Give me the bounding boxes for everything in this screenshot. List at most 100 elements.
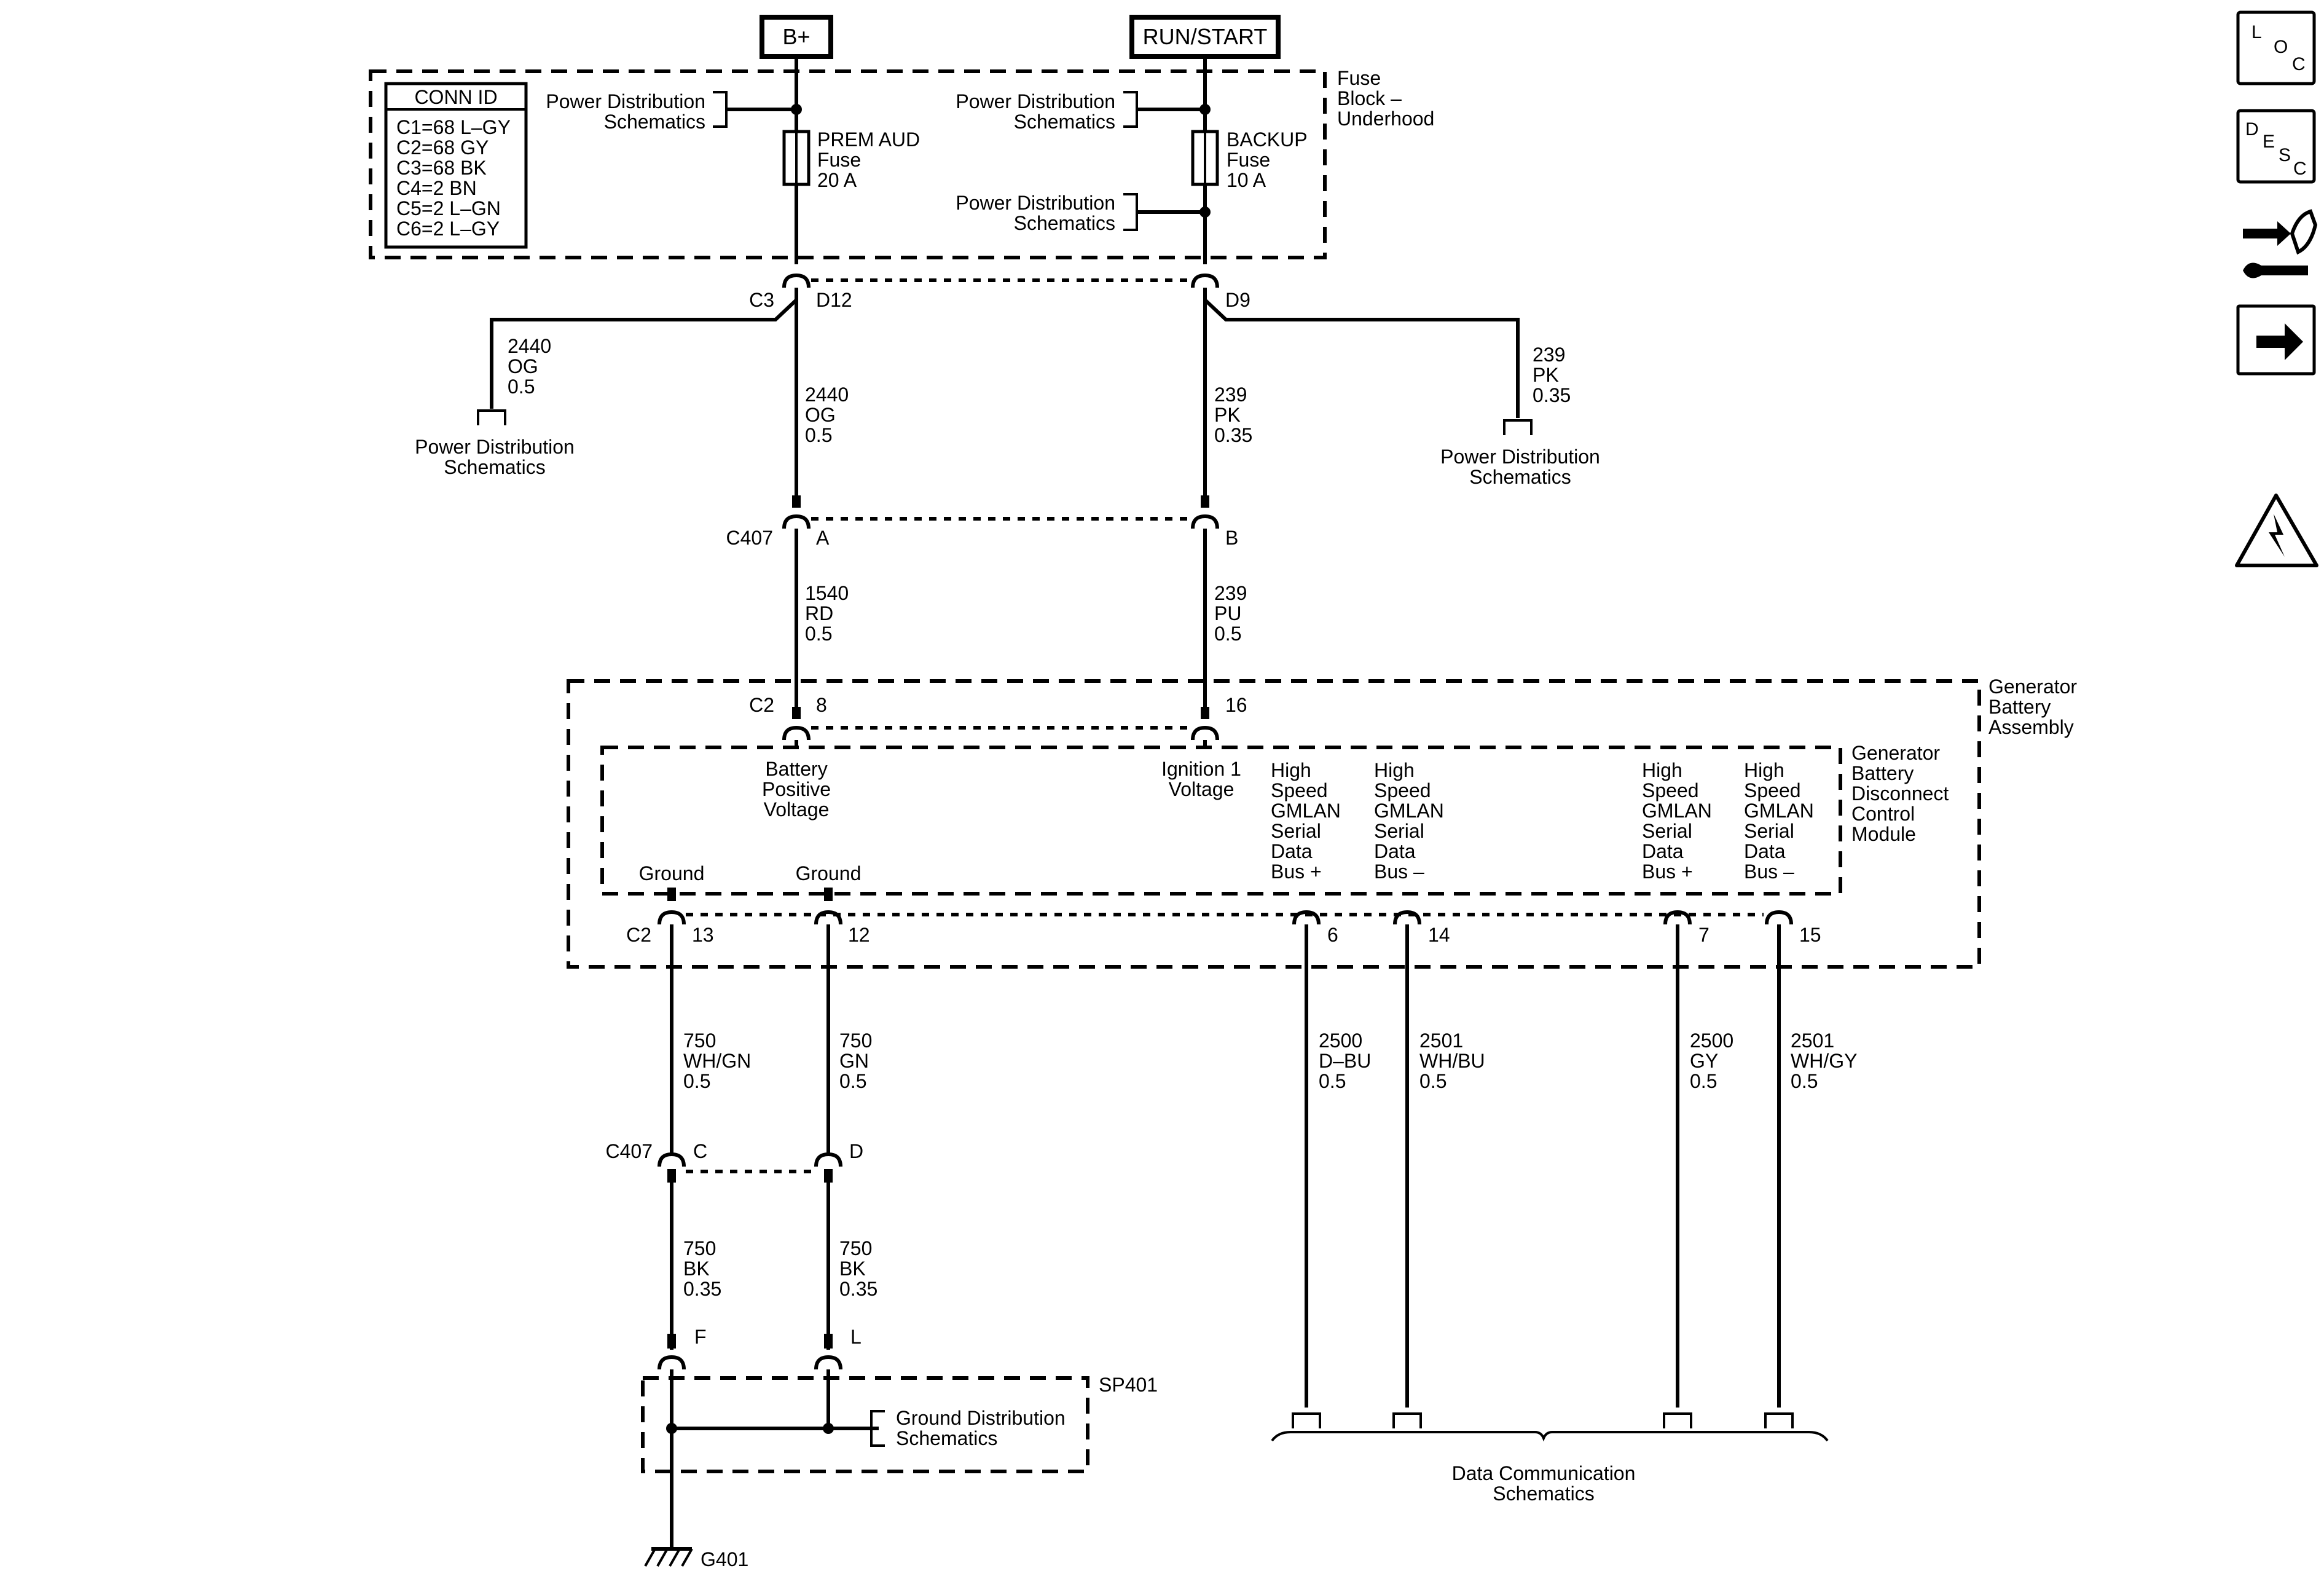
svg-text:GMLAN: GMLAN xyxy=(1744,800,1814,822)
svg-text:Schematics: Schematics xyxy=(896,1427,997,1449)
svg-text:Bus –: Bus – xyxy=(1374,860,1424,883)
bus-minus-1-label: High Speed GMLAN Serial Data Bus – xyxy=(1374,759,1444,883)
svg-text:Schematics: Schematics xyxy=(1469,466,1571,488)
c407-bottom-label: C407 xyxy=(606,1140,653,1162)
pds-ref-right-fuse-bottom: Power Distribution Schematics xyxy=(956,192,1211,234)
svg-text:OG: OG xyxy=(508,355,538,377)
svg-text:239: 239 xyxy=(1214,582,1247,604)
next-arrow-icon[interactable] xyxy=(2236,304,2316,376)
conn-id-header: CONN ID xyxy=(414,86,497,108)
connector-c407-top: C407 A B xyxy=(726,495,1238,549)
pin-l-label: L xyxy=(850,1326,862,1348)
svg-text:Schematics: Schematics xyxy=(604,111,705,133)
conn-id-row: C5=2 L–GN xyxy=(396,197,501,219)
svg-text:RD: RD xyxy=(805,602,833,624)
component-view-icon[interactable] xyxy=(2243,209,2318,278)
svg-text:Fuse: Fuse xyxy=(1337,67,1381,89)
svg-text:C: C xyxy=(2293,159,2307,179)
bus-minus-2-label: High Speed GMLAN Serial Data Bus – xyxy=(1744,759,1814,883)
wire-2500-gy-label: 2500 GY 0.5 xyxy=(1690,1030,1733,1092)
svg-text:10 A: 10 A xyxy=(1227,169,1266,191)
bus-plus-1-label: High Speed GMLAN Serial Data Bus + xyxy=(1271,759,1341,883)
run-start-source: RUN/START xyxy=(1129,15,1281,59)
svg-text:239: 239 xyxy=(1533,344,1565,366)
warning-icon xyxy=(2235,494,2318,567)
pin-f-label: F xyxy=(694,1326,707,1348)
bplus-label: B+ xyxy=(782,24,810,49)
disconnect-module-title: Generator Battery Disconnect Control Mod… xyxy=(1851,742,1949,845)
connector-c407-bottom: C407 C D xyxy=(606,1140,863,1183)
pin-a-label: A xyxy=(816,527,830,549)
pds-ref-left-fuse: Power Distribution Schematics xyxy=(546,90,802,133)
svg-text:0.5: 0.5 xyxy=(1690,1070,1717,1092)
svg-text:Control: Control xyxy=(1851,803,1915,825)
svg-text:Serial: Serial xyxy=(1374,820,1424,842)
svg-text:BACKUP: BACKUP xyxy=(1227,128,1308,151)
svg-text:Schematics: Schematics xyxy=(1014,212,1115,234)
svg-text:Speed: Speed xyxy=(1642,779,1699,801)
svg-text:0.35: 0.35 xyxy=(1214,424,1252,446)
svg-text:0.35: 0.35 xyxy=(839,1278,877,1300)
svg-text:D: D xyxy=(2245,119,2259,140)
wire-2500-dbu-label: 2500 D–BU 0.5 xyxy=(1319,1030,1371,1092)
pin-16-label: 16 xyxy=(1225,694,1247,716)
svg-text:750: 750 xyxy=(839,1237,872,1259)
fuse-block-outline xyxy=(369,69,1327,259)
pin-14-label: 14 xyxy=(1428,924,1450,946)
loc-icon[interactable]: L O C xyxy=(2236,10,2316,85)
svg-text:Data: Data xyxy=(1642,840,1684,862)
conn-id-row: C4=2 BN xyxy=(396,177,477,199)
svg-text:PREM AUD: PREM AUD xyxy=(817,128,920,151)
svg-text:O: O xyxy=(2274,37,2288,57)
desc-icon[interactable]: D E S C xyxy=(2236,109,2316,184)
wire-2501-whbu-label: 2501 WH/BU 0.5 xyxy=(1419,1030,1485,1092)
ignition-voltage-label: Ignition 1 Voltage xyxy=(1161,758,1241,800)
svg-text:0.5: 0.5 xyxy=(1419,1070,1447,1092)
pds-ref-right-fuse-top: Power Distribution Schematics xyxy=(956,90,1211,133)
svg-text:Voltage: Voltage xyxy=(764,798,830,821)
svg-text:Bus –: Bus – xyxy=(1744,860,1794,883)
c2-top-label: C2 xyxy=(749,694,774,716)
svg-text:Speed: Speed xyxy=(1744,779,1801,801)
svg-text:2500: 2500 xyxy=(1690,1030,1733,1052)
svg-text:2440: 2440 xyxy=(508,335,551,357)
svg-text:Power Distribution: Power Distribution xyxy=(546,90,705,112)
ground-1-label: Ground xyxy=(639,862,705,884)
svg-text:Bus +: Bus + xyxy=(1642,860,1693,883)
pds-ref-left-bottom: Power Distribution Schematics xyxy=(415,436,575,478)
svg-text:WH/GY: WH/GY xyxy=(1791,1050,1857,1072)
svg-text:GMLAN: GMLAN xyxy=(1642,800,1712,822)
conn-id-row: C6=2 L–GY xyxy=(396,218,500,240)
svg-text:Disconnect: Disconnect xyxy=(1851,782,1949,805)
svg-text:Generator: Generator xyxy=(1988,675,2077,698)
battery-positive-voltage-label: Battery Positive Voltage xyxy=(762,758,831,821)
svg-text:Voltage: Voltage xyxy=(1169,778,1235,800)
pin-12-label: 12 xyxy=(848,924,870,946)
svg-text:750: 750 xyxy=(683,1030,716,1052)
svg-text:750: 750 xyxy=(839,1030,872,1052)
svg-text:Generator: Generator xyxy=(1851,742,1940,764)
svg-text:0.5: 0.5 xyxy=(805,623,832,645)
ground-g401: G401 xyxy=(644,1547,748,1570)
wire-750-gn-label: 750 GN 0.5 xyxy=(839,1030,872,1092)
svg-text:0.35: 0.35 xyxy=(1533,384,1571,406)
svg-text:Ignition 1: Ignition 1 xyxy=(1161,758,1241,780)
sp401-outline xyxy=(641,1376,1089,1473)
svg-text:Serial: Serial xyxy=(1642,820,1692,842)
pds-ref-right-bottom: Power Distribution Schematics xyxy=(1440,446,1600,488)
svg-text:Data: Data xyxy=(1374,840,1416,862)
wire-1540-rd-label: 1540 RD 0.5 xyxy=(805,582,849,645)
svg-text:High: High xyxy=(1271,759,1311,781)
conn-id-row: C3=68 BK xyxy=(396,157,487,179)
wire-750-bk-1-label: 750 BK 0.35 xyxy=(683,1237,721,1300)
svg-text:Serial: Serial xyxy=(1271,820,1321,842)
svg-text:Ground Distribution: Ground Distribution xyxy=(896,1407,1066,1429)
generator-assembly-title: Generator Battery Assembly xyxy=(1988,675,2077,738)
wire-2440-og-branch-label: 2440 OG 0.5 xyxy=(508,335,551,398)
wire-239-pu-label: 239 PU 0.5 xyxy=(1214,582,1247,645)
svg-text:PK: PK xyxy=(1214,404,1241,426)
svg-text:Module: Module xyxy=(1851,823,1916,845)
svg-text:Schematics: Schematics xyxy=(1014,111,1115,133)
svg-text:20 A: 20 A xyxy=(817,169,857,191)
svg-text:239: 239 xyxy=(1214,384,1247,406)
